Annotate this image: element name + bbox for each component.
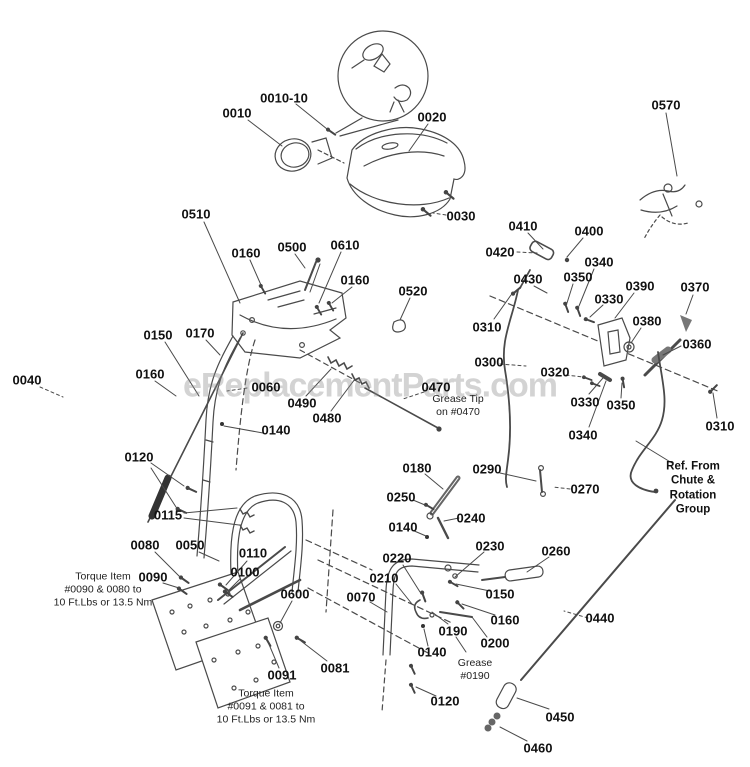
part-callout-0080-60: 0080 <box>130 537 160 553</box>
part-callout-0380-32: 0380 <box>632 313 662 329</box>
part-callout-0160-6: 0160 <box>231 245 261 261</box>
part-callout-0570-4: 0570 <box>651 97 681 113</box>
part-callout-0500-7: 0500 <box>277 239 307 255</box>
part-callout-0520-10: 0520 <box>398 283 428 299</box>
part-callout-0350-26: 0350 <box>563 269 593 285</box>
part-callout-0390-29: 0390 <box>625 278 655 294</box>
part-callout-0060-15: 0060 <box>251 379 281 395</box>
lower-rod-art <box>484 499 676 732</box>
part-callout-0350-37: 0350 <box>606 397 636 413</box>
part-callout-0460-59: 0460 <box>523 740 553 756</box>
torque-0090-note: Torque Item #0090 & 0080 to 10 Ft.Lbs or… <box>53 570 153 609</box>
headlight-housing-art <box>274 125 466 219</box>
ref-chute-note: Ref. From Chute & Rotation Group <box>666 460 720 516</box>
part-callout-0140-45: 0140 <box>388 519 418 535</box>
grease-0190-note: Grease #0190 <box>457 656 493 682</box>
torque-0091-note: Torque Item #0091 & 0081 to 10 Ft.Lbs or… <box>216 687 316 726</box>
part-callout-0470-18: 0470 <box>421 379 451 395</box>
part-callout-0510-5: 0510 <box>181 206 211 222</box>
detail-circle-art <box>335 30 429 137</box>
part-callout-0160-13: 0160 <box>135 366 165 382</box>
part-callout-0270-41: 0270 <box>570 481 600 497</box>
part-callout-0110-62: 0110 <box>238 545 268 561</box>
part-callout-0150-11: 0150 <box>143 327 173 343</box>
part-callout-0230-46: 0230 <box>475 538 505 554</box>
part-callout-0120-20: 0120 <box>124 449 154 465</box>
part-callout-0240-44: 0240 <box>456 510 486 526</box>
part-callout-0610-8: 0610 <box>330 237 360 253</box>
part-callout-0310-39: 0310 <box>705 418 735 434</box>
part-callout-0081-67: 0081 <box>320 660 350 676</box>
part-callout-0160-52: 0160 <box>490 612 520 628</box>
part-callout-0100-63: 0100 <box>230 564 260 580</box>
part-callout-0010-10-0: 0010-10 <box>260 90 308 106</box>
part-callout-0340-25: 0340 <box>584 254 614 270</box>
part-callout-0030-3: 0030 <box>446 208 476 224</box>
part-callout-0450-58: 0450 <box>545 709 575 725</box>
part-callout-0170-12: 0170 <box>185 325 215 341</box>
watermark: eReplacementParts.com <box>183 366 558 405</box>
part-callout-0140-55: 0140 <box>417 644 447 660</box>
part-callout-0115-21: 0115 <box>153 507 183 523</box>
part-callout-0160-9: 0160 <box>340 272 370 288</box>
part-callout-0090-64: 0090 <box>138 569 168 585</box>
part-callout-0410-22: 0410 <box>508 218 538 234</box>
part-callout-0340-38: 0340 <box>568 427 598 443</box>
part-callout-0010-1: 0010 <box>222 105 252 121</box>
lower-handle-art <box>151 484 307 709</box>
part-callout-0330-36: 0330 <box>570 394 600 410</box>
console-panel-art <box>231 257 406 359</box>
part-callout-0600-65: 0600 <box>280 586 310 602</box>
part-callout-0200-54: 0200 <box>480 635 510 651</box>
part-callout-0330-28: 0330 <box>594 291 624 307</box>
part-callout-0360-33: 0360 <box>682 336 712 352</box>
rod-0040-art <box>147 330 246 523</box>
upper-handle-art <box>196 335 256 559</box>
part-callout-0210-49: 0210 <box>369 570 399 586</box>
part-callout-0300-34: 0300 <box>474 354 504 370</box>
part-callout-0430-27: 0430 <box>513 271 543 287</box>
part-callout-0180-42: 0180 <box>402 460 432 476</box>
part-callout-0320-35: 0320 <box>540 364 570 380</box>
part-callout-0370-30: 0370 <box>680 279 710 295</box>
part-callout-0440-57: 0440 <box>585 610 615 626</box>
leader-lines <box>39 103 718 742</box>
part-callout-0490-16: 0490 <box>287 395 317 411</box>
part-callout-0290-40: 0290 <box>472 461 502 477</box>
part-callout-0050-61: 0050 <box>175 537 205 553</box>
wiring-harness-art <box>639 183 703 240</box>
part-callout-0120-56: 0120 <box>430 693 460 709</box>
part-callout-0220-48: 0220 <box>382 550 412 566</box>
part-callout-0420-24: 0420 <box>485 244 515 260</box>
part-callout-0040-14: 0040 <box>12 372 42 388</box>
part-callout-0140-19: 0140 <box>261 422 291 438</box>
grease-tip-note: Grease Tip on #0470 <box>432 392 484 418</box>
part-callout-0400-23: 0400 <box>574 223 604 239</box>
part-callout-0070-50: 0070 <box>346 589 376 605</box>
part-callout-0480-17: 0480 <box>312 410 342 426</box>
part-callout-0020-2: 0020 <box>417 109 447 125</box>
part-callout-0150-51: 0150 <box>485 586 515 602</box>
center-handlebar-art <box>220 422 544 713</box>
part-callout-0091-66: 0091 <box>267 667 297 683</box>
part-callout-0190-53: 0190 <box>438 623 468 639</box>
part-callout-0260-47: 0260 <box>541 543 571 559</box>
part-callout-0310-31: 0310 <box>472 319 502 335</box>
construction-lines <box>305 509 453 654</box>
part-callout-0250-43: 0250 <box>386 489 416 505</box>
